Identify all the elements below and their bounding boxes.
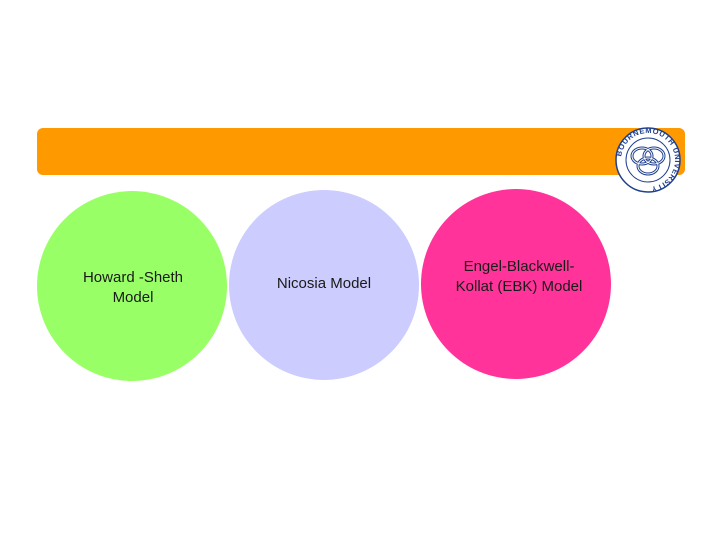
bournemouth-university-logo-icon: BOURNEMOUTH UNIVERSITY	[614, 126, 681, 194]
ebk-model-circle: Engel-Blackwell- Kollat (EBK) Model	[421, 189, 611, 379]
nicosia-model-label: Nicosia Model	[276, 275, 372, 292]
header-banner	[37, 128, 685, 175]
howard-sheth-model-circle: Howard -Sheth Model	[37, 191, 227, 381]
nicosia-model-circle: Nicosia Model	[229, 190, 419, 380]
howard-sheth-model-label: Howard -Sheth Model	[82, 269, 184, 306]
ebk-model-label: Engel-Blackwell- Kollat (EBK) Model	[455, 258, 583, 295]
